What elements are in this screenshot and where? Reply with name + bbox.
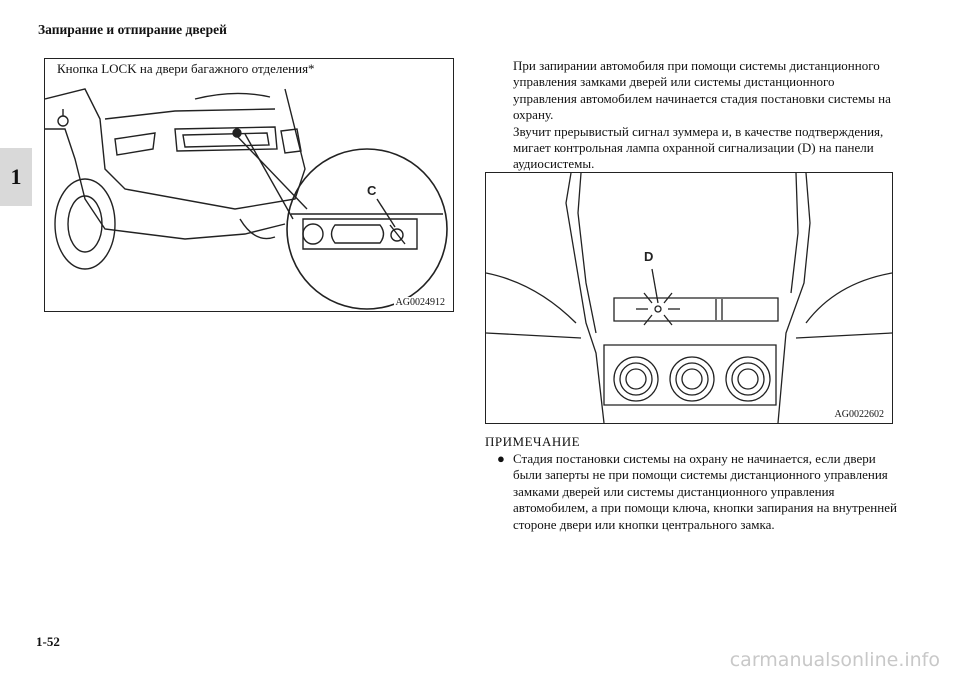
page-number: 1-52 [36, 634, 60, 649]
figure-caption: Кнопка LOCK на двери багажного отделения… [57, 61, 315, 76]
callout-c-label: C [367, 183, 377, 198]
callout-d-label: D [644, 249, 653, 264]
intro-paragraph-2: Звучит прерывистый сигнал зуммера и, в к… [513, 123, 884, 172]
dashboard-illustration: D [486, 173, 892, 423]
watermark: carmanualsonline.info [729, 649, 940, 671]
figure-tailgate-lock-button: C Кнопка LOCK на двери багажного отделен… [44, 58, 454, 312]
intro-text: При запирании автомобиля при помощи сист… [513, 58, 893, 173]
chapter-tab: 1 [0, 148, 32, 206]
note-heading: ПРИМЕЧАНИЕ [485, 434, 581, 449]
tailgate-illustration: C [45, 88, 448, 310]
note-item: ● Стадия постановки системы на охрану не… [497, 451, 897, 533]
figure-code: AG0024912 [393, 297, 447, 308]
note-text: Стадия постановки системы на охрану не н… [513, 451, 897, 532]
figure-code: AG0022602 [832, 409, 886, 420]
bullet-icon: ● [497, 451, 505, 466]
page-header-title: Запирание и отпирание дверей [38, 22, 227, 37]
intro-paragraph-1: При запирании автомобиля при помощи сист… [513, 58, 891, 123]
figure-audio-panel-indicator: D AG0022602 [485, 172, 893, 424]
